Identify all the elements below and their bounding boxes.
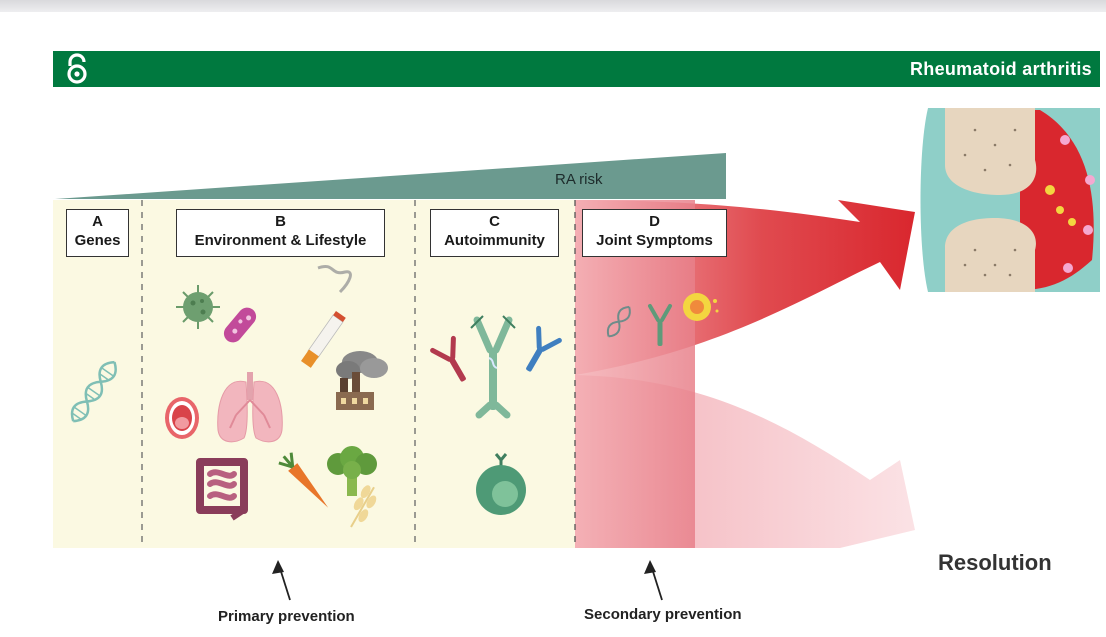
bacterium-icon [223,307,257,343]
grain-icon [350,485,377,528]
stage-a-box: A Genes [66,209,129,257]
resolution-label: Resolution [938,550,1052,575]
primary-prevention-label: Primary prevention [218,608,355,625]
stage-c-box: C Autoimmunity [430,209,559,257]
b-cell-icon [476,453,526,515]
stage-d-letter: D [649,213,660,230]
cigarette-icon [300,265,352,368]
antibody-icon [526,325,562,372]
stage-c-label: Autoimmunity [444,232,545,249]
stage-a-letter: A [92,213,103,230]
antibody-icon [648,304,672,346]
joint-symptoms-panel [575,200,695,548]
stage-d-label: Joint Symptoms [596,232,713,249]
broccoli-icon [327,446,377,496]
ra-risk-wedge [55,153,726,199]
secondary-prevention-label: Secondary prevention [584,606,742,623]
lungs-icon [217,372,283,443]
immune-cell-icon [683,293,719,321]
stage-c-letter: C [489,213,500,230]
inflamed-joint-icon [920,108,1100,292]
dna-icon [606,305,631,338]
virus-icon [176,285,220,329]
antibody-icon [470,315,516,419]
secondary-prevention-arrow [644,560,663,601]
antibody-icon [430,335,466,382]
header-bar: Rheumatoid arthritis [53,51,1100,87]
open-access-icon [67,53,87,84]
top-strip [0,0,1106,12]
stage-b-letter: B [275,213,286,230]
stage-b-label: Environment & Lifestyle [194,232,367,249]
dna-icon [70,360,117,423]
ra-risk-label: RA risk [555,171,603,188]
stage-d-box: D Joint Symptoms [582,209,727,257]
intestine-icon [196,458,248,521]
factory-pollution-icon [336,351,388,410]
primary-prevention-arrow [272,560,291,601]
carrot-icon [278,452,329,508]
header-title: Rheumatoid arthritis [909,59,1092,79]
stage-b-box: B Environment & Lifestyle [176,209,385,257]
mouth-icon [165,397,199,439]
stage-a-label: Genes [74,232,121,249]
